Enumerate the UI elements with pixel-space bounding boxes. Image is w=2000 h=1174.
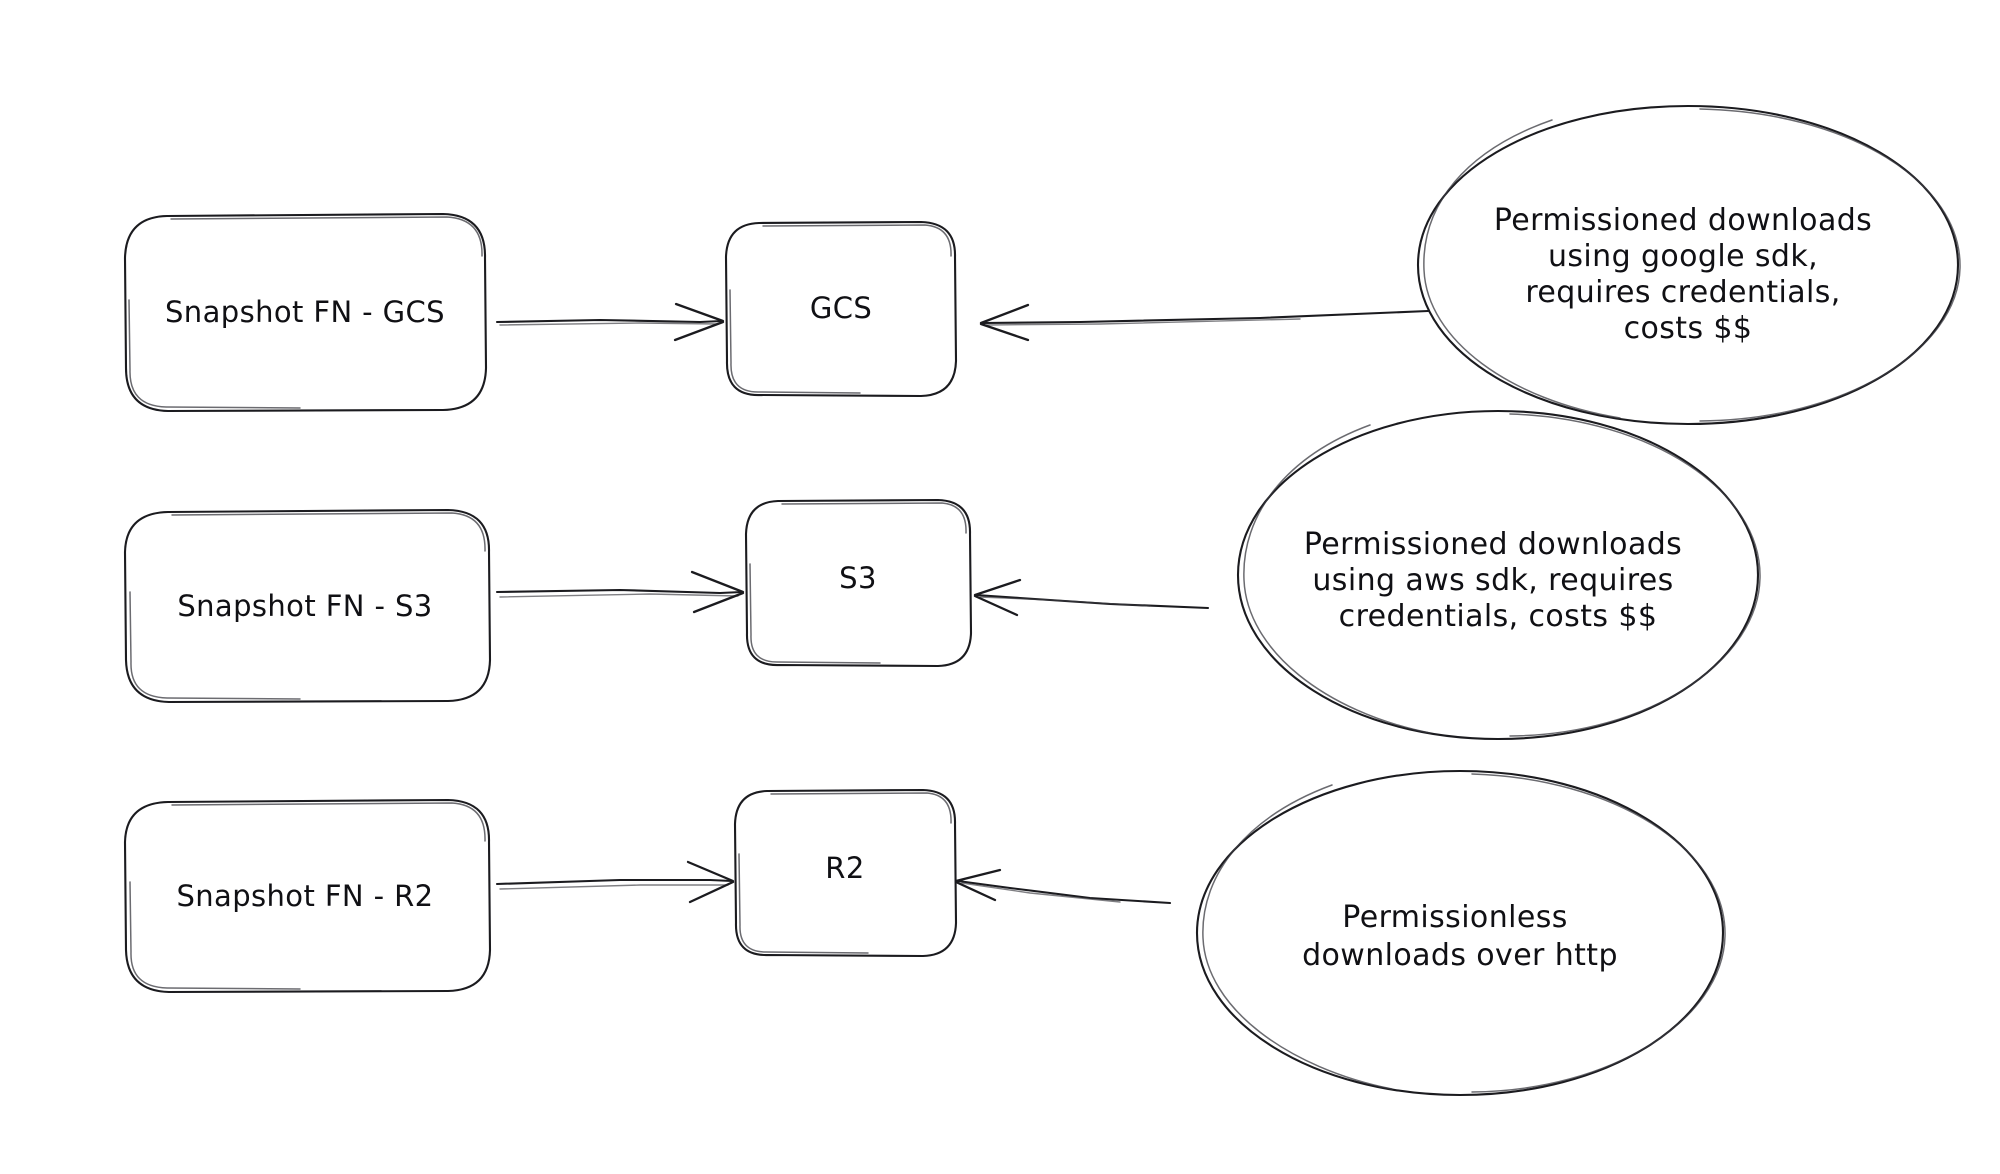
node-label-gcs: GCS (810, 291, 872, 325)
arrow-snapshot-fn-r2-to-r2 (495, 860, 735, 904)
arrow-snapshot-fn-gcs-to-gcs (495, 302, 725, 342)
bubble-label-s3-note: Permissioned downloads using aws sdk, re… (1304, 527, 1692, 634)
node-label-s3: S3 (839, 561, 877, 595)
bubble-label-r2-note: Permissionless downloads over http (1302, 900, 1618, 973)
arrow-gcs-note-to-gcs (979, 303, 1430, 342)
node-label-snapshot-fn-gcs: Snapshot FN - GCS (165, 295, 445, 329)
arrow-s3-note-to-s3 (973, 578, 1210, 617)
bubble-r2-note[interactable]: Permissionless downloads over http (1195, 769, 1726, 1097)
node-snapshot-fn-gcs[interactable]: Snapshot FN - GCS (123, 212, 488, 413)
bubble-s3-note[interactable]: Permissioned downloads using aws sdk, re… (1236, 409, 1761, 741)
node-snapshot-fn-r2[interactable]: Snapshot FN - R2 (123, 798, 492, 994)
bubble-label-gcs-note: Permissioned downloads using google sdk,… (1494, 203, 1882, 346)
node-label-snapshot-fn-s3: Snapshot FN - S3 (177, 589, 432, 623)
arrow-r2-note-to-r2 (954, 868, 1172, 905)
node-label-r2: R2 (825, 851, 864, 885)
node-snapshot-fn-s3[interactable]: Snapshot FN - S3 (123, 508, 492, 704)
arrow-snapshot-fn-s3-to-s3 (495, 570, 745, 614)
bubble-gcs-note[interactable]: Permissioned downloads using google sdk,… (1416, 104, 1961, 426)
node-s3[interactable]: S3 (744, 498, 973, 668)
node-gcs[interactable]: GCS (724, 220, 958, 398)
node-r2[interactable]: R2 (733, 788, 958, 958)
node-label-snapshot-fn-r2: Snapshot FN - R2 (176, 879, 433, 913)
